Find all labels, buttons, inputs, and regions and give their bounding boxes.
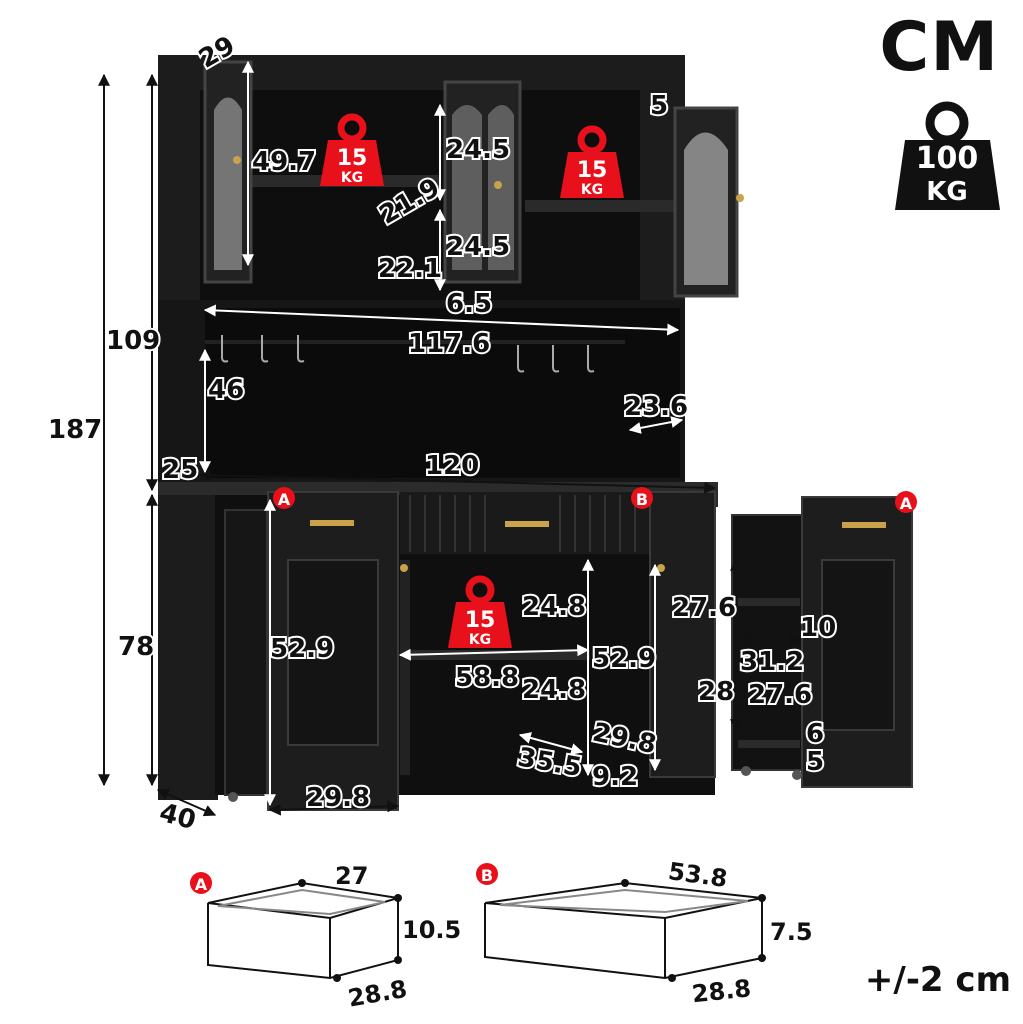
load-tag-unit: KG — [341, 170, 363, 186]
dim-hutch-open-height: 46 — [208, 375, 244, 405]
dim-side-door-width: 29.8 — [306, 783, 370, 813]
center-door-right — [649, 491, 716, 778]
dim-base-depth: 40 — [156, 798, 199, 836]
drawer-a-diagram: A 27 10.5 28.8 — [190, 860, 463, 1015]
svg-text:B: B — [636, 490, 648, 509]
load-tag-unit: KG — [581, 182, 603, 198]
marker-b: B — [631, 487, 653, 509]
dim-upper-shelf-gap-top: 24.5 — [446, 135, 510, 165]
dim-upper-shelf-depth-2: 22.1 — [378, 254, 442, 284]
dim-pullout-depth: 31.2 — [740, 647, 804, 677]
drawer-a-label: A — [195, 875, 208, 894]
dim-center-shelf-top: 24.8 — [522, 592, 586, 622]
dim-pullout-rail-gap: 6 — [806, 719, 824, 749]
dim-total-height: 187 — [48, 415, 102, 445]
capacity-unit: KG — [926, 177, 968, 207]
drawer-a-width: 27 — [335, 862, 368, 890]
svg-text:A: A — [278, 490, 291, 509]
drawer-b-label: B — [481, 866, 493, 885]
load-tag-icon: 15 KG — [320, 113, 384, 186]
unit-label: CM — [879, 8, 999, 87]
dim-upper-base-height: 6.5 — [446, 289, 492, 319]
dim-right-door-height: 27.6 — [672, 593, 736, 623]
dim-hutch-side-depth: 23.6 — [624, 392, 688, 422]
dim-total-width: 120 — [425, 451, 479, 481]
dim-side-cabinet-height: 52.9 — [270, 634, 334, 664]
dim-pullout-height: 28 — [698, 677, 734, 707]
dim-counter-depth: 25 — [162, 455, 198, 485]
dim-center-inner-width: 58.8 — [455, 663, 519, 693]
drawer-b-diagram: B 53.8 7.5 28.8 — [476, 855, 815, 1010]
dim-lower-height: 78 — [118, 632, 154, 662]
dim-center-height: 52.9 — [592, 644, 656, 674]
tolerance-label: +/-2 cm — [864, 960, 1011, 1000]
drawer-a-depth: 28.8 — [346, 975, 409, 1013]
marker-a-pullout: A — [895, 491, 917, 513]
dim-center-shelf-bottom: 24.8 — [522, 675, 586, 705]
dim-upper-height: 109 — [106, 326, 160, 356]
load-tag-value: 15 — [577, 158, 608, 183]
dim-pullout-base: 5 — [806, 747, 824, 777]
load-tag-icon: 15 KG — [560, 125, 624, 198]
load-tag-icon: 15 KG — [448, 575, 512, 648]
hook-row-icon — [221, 335, 595, 373]
dim-center-kick: 9.2 — [592, 762, 638, 792]
drawer-b-depth: 28.8 — [691, 974, 753, 1008]
drawer-b-height: 7.5 — [770, 918, 813, 946]
capacity-value: 100 — [916, 141, 979, 176]
load-tag-value: 15 — [465, 608, 496, 633]
dim-top-gap: 5 — [650, 91, 668, 121]
weight-100kg-icon: 100 KG — [895, 101, 1000, 210]
dim-pullout-width: 27.6 — [748, 680, 812, 710]
marker-a: A — [273, 487, 295, 509]
load-tag-unit: KG — [469, 632, 491, 648]
load-tag-value: 15 — [337, 146, 368, 171]
dim-upper-shelf-gap-bottom: 24.5 — [446, 232, 510, 262]
dim-pullout-top-gap: 10 — [800, 613, 836, 643]
svg-text:A: A — [900, 494, 913, 513]
dim-glass-door-height: 49.7 — [252, 147, 316, 177]
dim-hook-rail-width: 117.6 — [408, 329, 490, 359]
drawer-a-height: 10.5 — [402, 916, 461, 944]
